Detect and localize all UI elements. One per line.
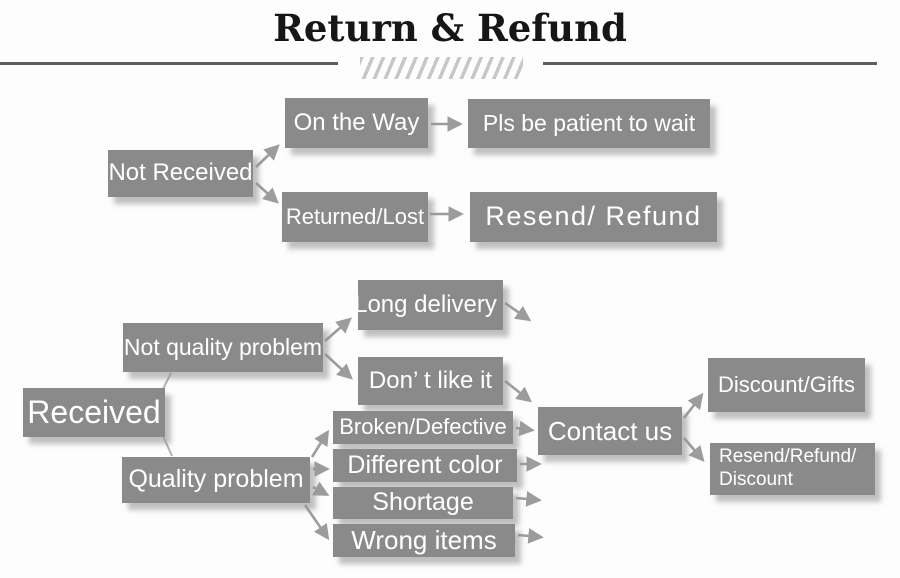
- node-resend-refund: Resend/ Refund: [470, 192, 717, 242]
- connector-received-to-quality: [162, 435, 173, 457]
- page-title: Return & Refund: [273, 6, 627, 50]
- node-on-the-way: On the Way: [285, 98, 428, 148]
- arrow-long-delivery-out: [504, 301, 532, 322]
- node-dont-like-it: Don’ t like it: [358, 357, 503, 405]
- node-shortage: Shortage: [333, 487, 513, 519]
- arrow-not-received-to-returned-lost: [255, 182, 279, 204]
- node-pls-be-patient: Pls be patient to wait: [468, 99, 710, 148]
- divider-line-left: [0, 62, 338, 65]
- node-wrong-items: Wrong items: [333, 524, 515, 557]
- arrow-quality-to-broken: [310, 429, 330, 458]
- arrow-dont-like-to-contact: [504, 379, 533, 403]
- arrow-wrong-items-out: [517, 528, 544, 544]
- arrow-quality-to-shortage: [312, 481, 330, 496]
- node-returned-lost: Returned/Lost: [282, 192, 428, 242]
- arrow-contact-to-discount-gifts: [682, 392, 704, 419]
- node-resend-refund-discount: Resend/Refund/ Discount: [710, 443, 875, 495]
- arrow-quality-to-wrong-items: [303, 504, 330, 541]
- node-not-quality-problem: Not quality problem: [123, 323, 323, 372]
- node-discount-gifts: Discount/Gifts: [708, 358, 865, 412]
- node-received: Received: [23, 388, 165, 437]
- arrow-not-quality-to-dont-like: [324, 353, 353, 380]
- arrow-not-quality-to-long-delivery: [324, 317, 352, 342]
- connector-received-to-not-quality: [162, 372, 172, 390]
- arrow-broken-to-contact: [515, 420, 535, 437]
- divider-line-right: [543, 62, 877, 65]
- diagonal-stripes-icon: [360, 57, 523, 79]
- node-contact-us: Contact us: [538, 407, 682, 455]
- node-not-received: Not Received: [108, 150, 253, 197]
- arrow-shortage-out: [515, 491, 542, 507]
- arrow-contact-to-resend-refund-discount: [683, 437, 705, 462]
- node-broken-defective: Broken/Defective: [333, 411, 513, 444]
- node-different-color: Different color: [333, 449, 517, 482]
- node-quality-problem: Quality problem: [122, 457, 310, 503]
- arrow-not-received-to-on-the-way: [255, 144, 280, 168]
- node-long-delivery: Long delivery: [354, 280, 503, 330]
